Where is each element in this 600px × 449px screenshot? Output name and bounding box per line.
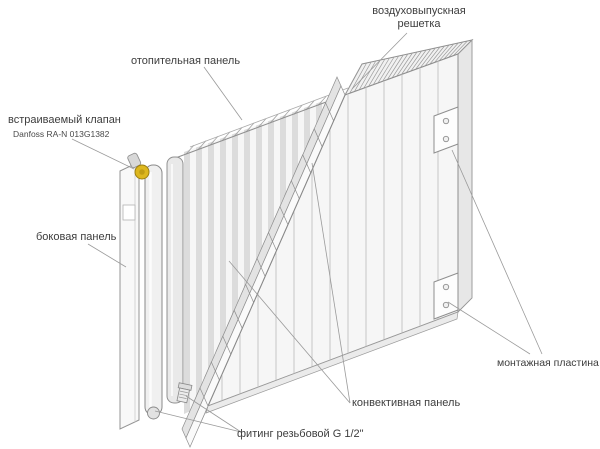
leader-air-grille [351,32,408,90]
threaded-fitting-part [176,382,193,404]
plate-hole [442,301,450,309]
plate-hole [442,117,450,125]
plate-hole [442,283,450,291]
label-threaded-fitting: фитинг резьбовой G 1/2" [237,428,364,440]
valve-center [139,169,145,175]
leader-valve [71,138,135,170]
thermostatic-valve [127,152,150,180]
top-edge-left [169,94,346,161]
leader-heating-panel [203,66,243,121]
mounting-plate-lower [433,272,459,320]
leader-mounting-upper [451,149,543,355]
mounting-plate-upper [433,106,459,154]
leader-side-panel [87,243,127,268]
back-panel-end [457,38,473,314]
front-panel-grooves [221,61,439,401]
leader-fitting-2 [185,395,242,433]
leader-mounting-lower [447,301,531,355]
leader-fitting-1 [154,410,242,433]
plate-hole [442,135,450,143]
bottom-fittings [147,382,193,420]
side-panel-sticker [122,204,136,221]
leader-convective-1 [228,260,351,404]
leader-lines [71,32,543,433]
air-grille-slats [344,39,473,96]
side-panel [119,161,140,430]
top-edge-back [189,87,349,148]
leader-convective-2 [311,162,351,404]
label-mounting-plate: монтажная пластина [497,357,599,369]
label-valve-model: Danfoss RA-N 013G1382 [13,129,110,139]
panel-cut-edge [207,94,346,407]
bottom-strip [205,311,459,414]
label-built-in-valve: встраиваемый клапан [8,114,121,126]
water-tubes [144,156,184,416]
fitting-tube-bottom [147,406,160,420]
label-air-grille: воздуховыпускная решетка [372,5,466,30]
label-convective-panel: конвективная панель [352,397,461,409]
label-heating-panel: отопительная панель [131,55,241,67]
label-side-panel: боковая панель [36,231,117,243]
